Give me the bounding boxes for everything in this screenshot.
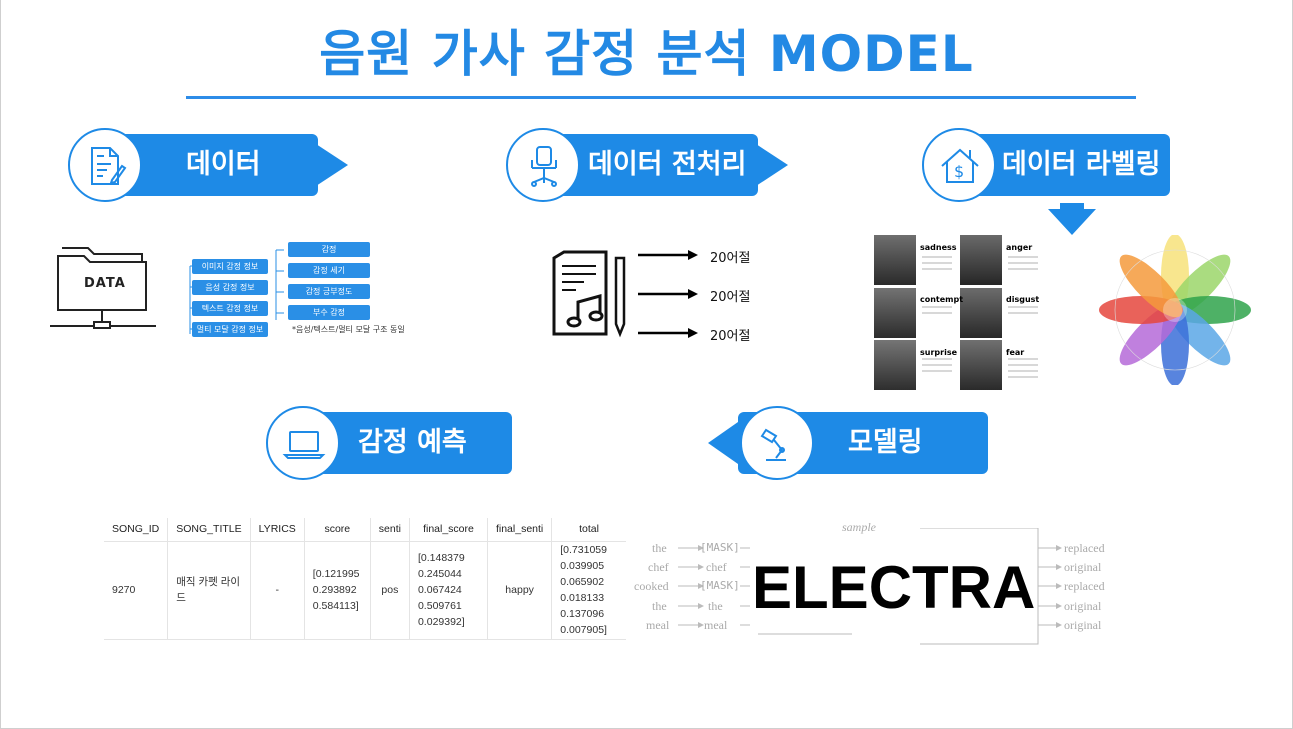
step-labeling-label: 데이터 라벨링 [1002,149,1161,180]
step-data: 데이터 [68,128,348,202]
step-preprocess-label: 데이터 전처리 [588,149,747,180]
emotion-label: surprise [920,348,958,357]
face-photo [960,235,1002,285]
face-photo [874,340,916,390]
svg-text:$: $ [954,162,964,181]
cell-total: [0.731059 0.039905 0.065902 0.018133 0.1… [551,541,626,640]
annotation-lines [922,256,1038,378]
token-output: replaced [1064,579,1105,593]
data-tag: 멀티 모달 감정 정보 [192,322,268,337]
token-output: original [1064,618,1102,632]
token-masked: meal [704,618,728,632]
step-preprocess: 데이터 전처리 [506,128,788,202]
token-masked: [MASK] [700,579,740,592]
token-input: the [652,541,667,555]
step-labeling: $ 데이터 라벨링 [922,128,1170,202]
data-tag: 부수 감정 [288,305,370,320]
column-header: SONG_ID [104,518,169,542]
data-folder-icon [50,247,156,329]
arrow-down-icon [1048,203,1096,235]
cell-senti: pos [370,541,410,640]
step-predict-label: 감정 예측 [358,427,467,458]
emotion-label: sadness [920,243,957,252]
data-tag: 텍스트 감정 정보 [192,301,268,316]
emotion-label: fear [1006,348,1025,357]
face-photo [874,288,916,338]
token-output: original [1064,560,1102,574]
emotion-label: contempt [920,295,964,304]
token-output: replaced [1064,541,1105,555]
data-tag: 음성 감정 정보 [192,280,268,295]
house-dollar-icon: $ [922,128,996,202]
cell-lyrics: - [250,541,305,640]
document-edit-icon [68,128,142,202]
cell-final-score: [0.148379 0.245044 0.067424 0.509761 0.0… [409,541,488,640]
token-input: the [652,599,667,613]
arrow-right-icon [316,144,348,186]
result-table: SONG_ID SONG_TITLE LYRICS score senti fi… [104,518,626,640]
face-photo [960,340,1002,390]
data-tag: 감정 세기 [288,263,370,278]
cell-final-senti: happy [487,541,553,640]
token-input: chef [648,560,669,574]
table-row: 9270 매직 카펫 라이드 - [0.121995 0.293892 0.58… [104,541,626,640]
step-data-label: 데이터 [186,149,261,180]
data-tag: 감정 긍부정도 [288,284,370,299]
column-header: total [551,518,626,542]
column-header: senti [370,518,410,542]
step-modeling-label: 모델링 [848,427,923,458]
column-header: LYRICS [250,518,305,542]
arrow-left-icon [708,422,738,464]
cell-score: [0.121995 0.293892 0.584113] [304,541,371,640]
token-masked: the [708,599,723,613]
face-photo [960,288,1002,338]
model-name: ELECTRA [752,554,1036,621]
token-masked: chef [706,560,727,574]
face-photo [874,235,916,285]
token-input: meal [646,618,670,632]
data-folder-label: DATA [84,276,126,291]
data-tag: 이미지 감정 정보 [192,259,268,274]
chunk-label: 20어절 [710,290,751,305]
column-header: score [304,518,371,542]
chunk-label: 20어절 [710,329,751,344]
column-header: SONG_TITLE [167,518,251,542]
arrows-right [638,250,698,338]
step-predict: 감정 예측 [266,406,512,480]
table-header-row: SONG_ID SONG_TITLE LYRICS score senti fi… [104,518,626,542]
cell-song-title: 매직 카펫 라이드 [167,541,251,640]
chunk-label: 20어절 [710,251,751,266]
cell-song-id: 9270 [104,541,169,640]
facial-expression-chart: sadness anger contempt disgust surprise … [874,235,1044,390]
token-masked: [MASK] [700,541,740,554]
emotion-label: anger [1006,243,1033,252]
data-tag: 감정 [288,242,370,257]
token-output: original [1064,599,1102,613]
music-document-icon [552,250,626,338]
laptop-icon [266,406,340,480]
desk-lamp-icon [740,406,814,480]
column-header: final_senti [487,518,553,542]
title-underline [186,96,1136,99]
page-title: 음원 가사 감정 분석 MODEL [319,25,974,83]
data-note: *음성/텍스트/멀티 모달 구조 동일 [292,325,405,334]
emotion-wheel [1099,235,1251,385]
step-modeling: 모델링 [708,406,988,480]
emotion-label: disgust [1006,295,1040,304]
column-header: final_score [409,518,488,542]
token-input: cooked [634,579,669,593]
electra-diagram-lines [678,528,1062,645]
sample-label: sample [842,520,876,534]
arrow-right-icon [756,144,788,186]
office-chair-icon [506,128,580,202]
